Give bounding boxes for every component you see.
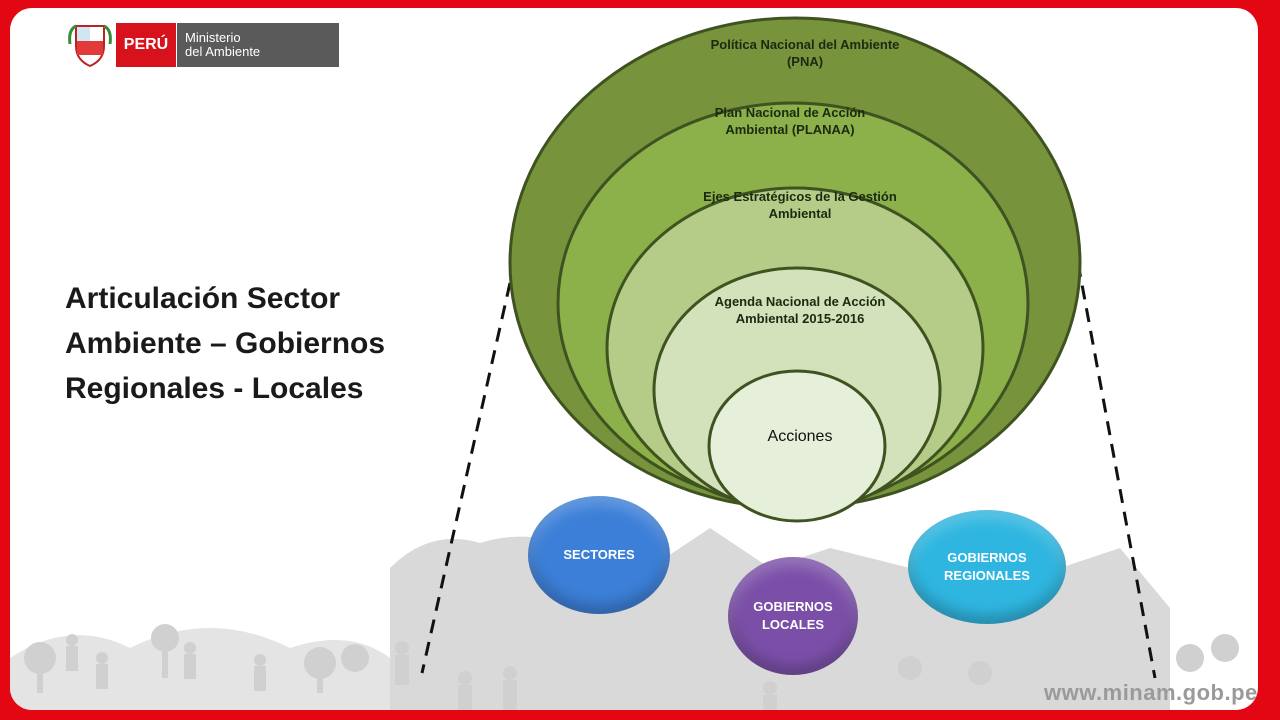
- actor-bubble-gobiernos-locales: GOBIERNOS LOCALES: [728, 557, 858, 675]
- level-label-agenda: Agenda Nacional de Acción Ambiental 2015…: [670, 293, 930, 327]
- ministry-name-line1: Ministerio: [185, 30, 241, 45]
- level-label-agenda-line1: Agenda Nacional de Acción: [714, 294, 886, 309]
- level-label-agenda-line2: Ambiental 2015-2016: [735, 311, 865, 326]
- slide-card: PERÚ Ministerio del Ambiente Articulació…: [10, 8, 1258, 710]
- coat-of-arms-icon: [68, 24, 112, 68]
- level-label-ejes: Ejes Estratégicos de la Gestión Ambienta…: [660, 188, 940, 222]
- actor-bubble-sectores: SECTORES: [528, 496, 670, 614]
- footer-website: www.minam.gob.pe: [1044, 680, 1258, 705]
- ministry-name: Ministerio del Ambiente: [176, 23, 339, 67]
- level-label-pna: Política Nacional del Ambiente (PNA): [670, 36, 940, 70]
- level-label-ejes-line1: Ejes Estratégicos de la Gestión: [703, 189, 897, 204]
- actor-label-sectores: SECTORES: [563, 547, 635, 562]
- slide-title: Articulación Sector Ambiente – Gobiernos…: [65, 276, 465, 411]
- level-label-planaa: Plan Nacional de Acción Ambiental (PLANA…: [660, 104, 920, 138]
- ministry-name-line2: del Ambiente: [185, 44, 261, 59]
- country-label: PERÚ: [116, 23, 176, 67]
- level-label-pna-line2: (PNA): [786, 54, 824, 69]
- slide-title-line2: Ambiente – Gobiernos: [65, 327, 386, 360]
- actor-label-regionales-line1: GOBIERNOS: [947, 550, 1027, 565]
- level-label-acciones: Acciones: [767, 428, 833, 445]
- level-label-planaa-line2: Ambiental (PLANAA): [725, 122, 855, 137]
- nested-policy-diagram: [508, 16, 1082, 523]
- level-label-ejes-line2: Ambiental: [768, 206, 832, 221]
- slide-title-line3: Regionales - Locales: [65, 372, 364, 405]
- actor-label-locales-line1: GOBIERNOS: [753, 599, 833, 614]
- actor-label-locales-line2: LOCALES: [761, 617, 825, 632]
- level-ellipse-acciones: [707, 369, 887, 523]
- actor-bubble-gobiernos-regionales: GOBIERNOS REGIONALES: [908, 510, 1066, 624]
- slide-title-line1: Articulación Sector: [65, 282, 341, 315]
- level-label-pna-line1: Política Nacional del Ambiente: [710, 37, 900, 52]
- level-label-planaa-line1: Plan Nacional de Acción: [714, 105, 866, 120]
- actor-label-regionales-line2: REGIONALES: [944, 568, 1030, 583]
